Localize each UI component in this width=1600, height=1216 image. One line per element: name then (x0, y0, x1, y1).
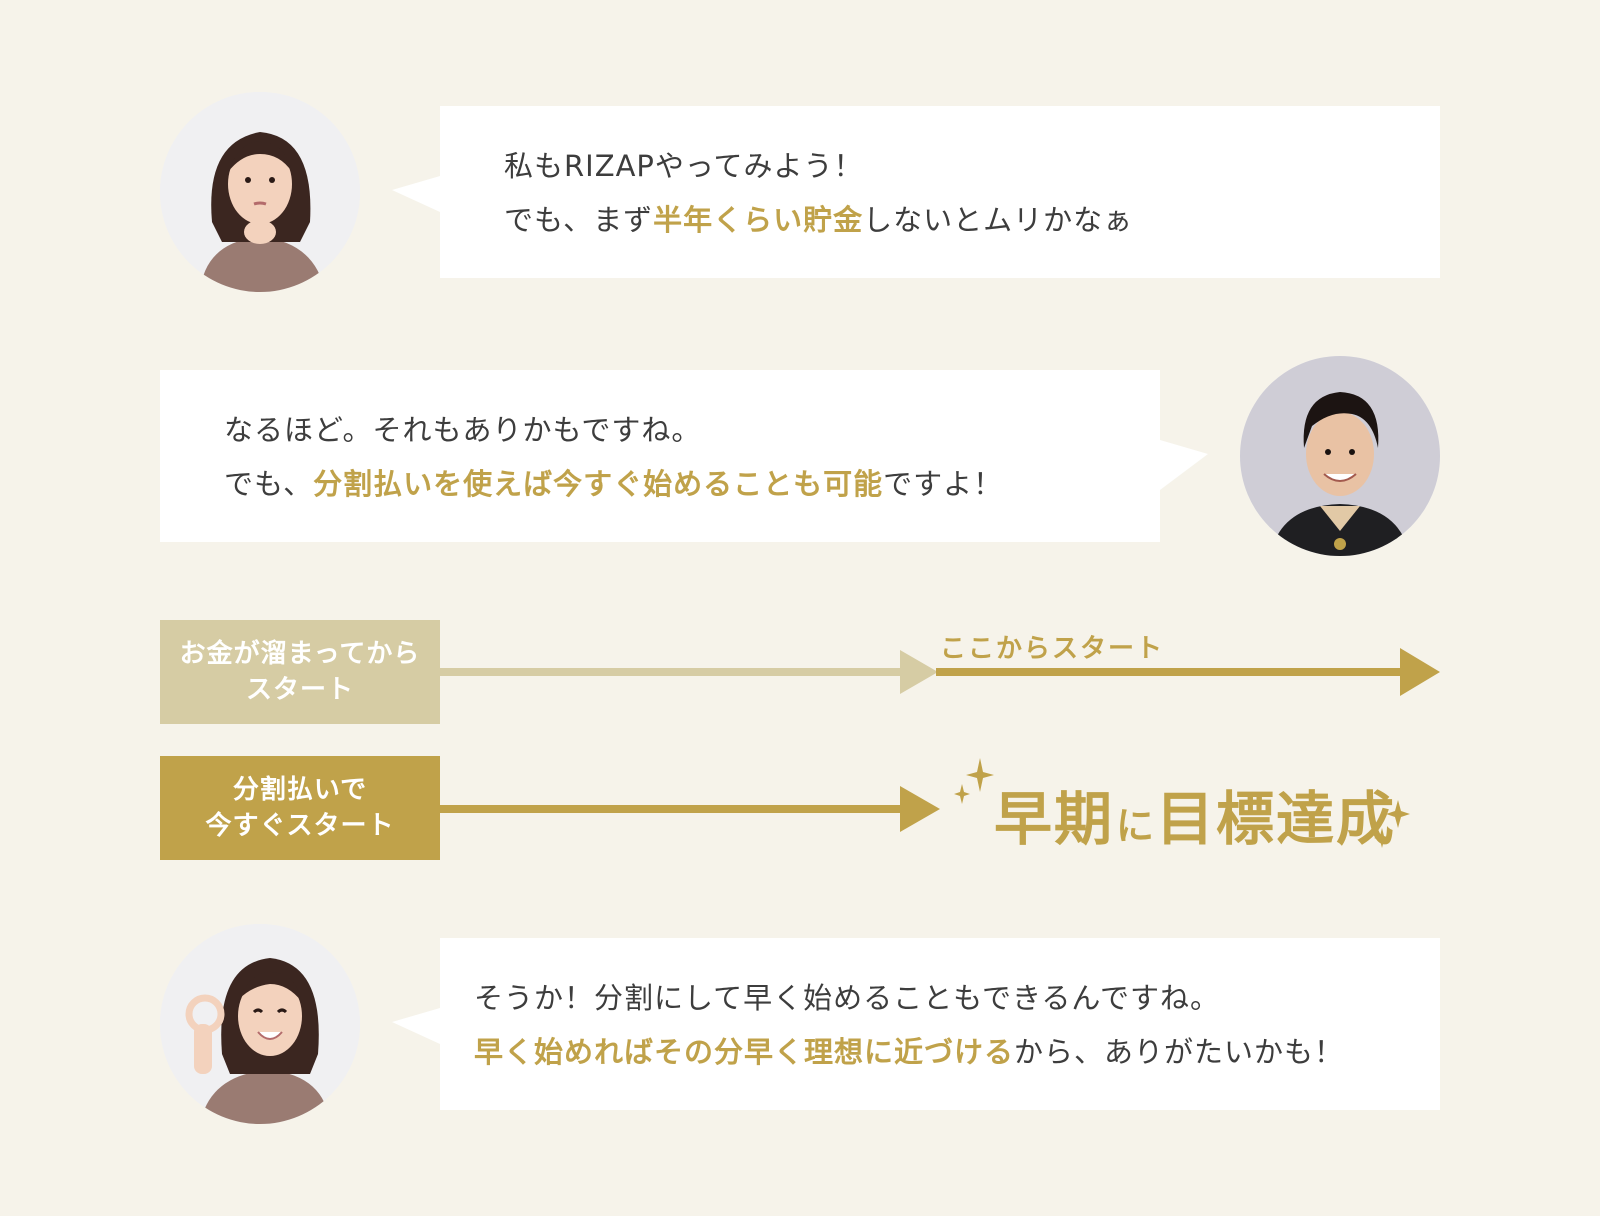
bubble-tail (392, 176, 440, 212)
save-first-arrowhead (900, 650, 938, 694)
save-first-label: お金が溜まってから スタート (160, 620, 440, 724)
bubble-2-line-2: でも、分割払いを使えば今すぐ始めることも可能ですよ！ (224, 467, 1004, 501)
avatar-woman-thinking (160, 92, 360, 292)
start-here-bar (936, 668, 1410, 676)
start-here-arrowhead (1400, 648, 1440, 696)
highlight-text: 半年くらい貯金 (653, 203, 864, 237)
highlight-text: 分割払いを使えば今すぐ始めることも可能 (313, 467, 884, 501)
bubble-tail (392, 1008, 440, 1044)
avatar-woman-ok (160, 924, 360, 1124)
sparkle-icon (954, 758, 994, 804)
bubble-3-line-1: そうか！分割にして早く始めることもできるんですね。 (474, 981, 1220, 1015)
start-here-label: ここからスタート (940, 634, 1165, 664)
trainer-icon (1240, 356, 1440, 556)
save-first-bar (440, 668, 920, 676)
speech-bubble-3: そうか！分割にして早く始めることもできるんですね。 早く始めればその分早く理想に… (392, 938, 1440, 1110)
speech-bubble-1: 私もRIZAPやってみよう！ でも、まず半年くらい貯金しないとムリかなぁ (392, 106, 1440, 278)
bubble-3-line-2: 早く始めればその分早く理想に近づけるから、ありがたいかも！ (474, 1035, 1345, 1069)
early-goal-text: 早期に目標達成 (994, 785, 1397, 853)
bubble-1-line-1: 私もRIZAPやってみよう！ (504, 149, 864, 183)
speech-bubble-2: なるほど。それもありかもですね。 でも、分割払いを使えば今すぐ始めることも可能で… (160, 370, 1208, 542)
installment-arrowhead (900, 786, 940, 832)
bubble-1-line-2: でも、まず半年くらい貯金しないとムリかなぁ (504, 203, 1134, 237)
installment-label: 分割払いで 今すぐスタート (160, 756, 440, 860)
bubble-2-line-1: なるほど。それもありかもですね。 (224, 413, 702, 447)
sparkle-icon (1374, 800, 1410, 848)
bubble-tail (1160, 440, 1208, 490)
woman-thinking-icon (160, 92, 360, 292)
woman-ok-icon (160, 924, 360, 1124)
avatar-trainer (1240, 356, 1440, 556)
highlight-text: 早く始めればその分早く理想に近づける (474, 1035, 1015, 1069)
installment-bar (440, 805, 920, 813)
